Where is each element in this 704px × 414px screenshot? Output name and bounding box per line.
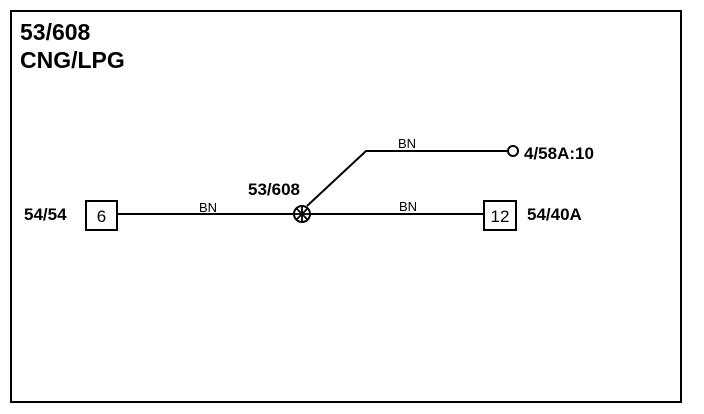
connector-left-box [85, 200, 118, 231]
connector-left-name: 54/54 [24, 205, 67, 224]
terminal-ring-icon [507, 145, 519, 157]
wire-left-color-label: BN [199, 200, 217, 215]
wire-right-color-label: BN [399, 199, 417, 214]
connector-right-box [483, 200, 517, 231]
diagram-frame [10, 10, 682, 403]
wire-upper [306, 150, 508, 207]
connector-right-pin: 12 [491, 207, 510, 226]
splice-node-icon [293, 205, 311, 223]
splice-label: 53/608 [248, 180, 300, 199]
terminal-name: 4/58A:10 [524, 144, 594, 163]
connector-left-pin: 6 [97, 207, 106, 226]
diagram-title-system: CNG/LPG [20, 47, 125, 73]
wire-upper-color-label: BN [398, 136, 416, 151]
connector-right-name: 54/40A [527, 205, 582, 224]
diagram-title-code: 53/608 [20, 19, 91, 45]
